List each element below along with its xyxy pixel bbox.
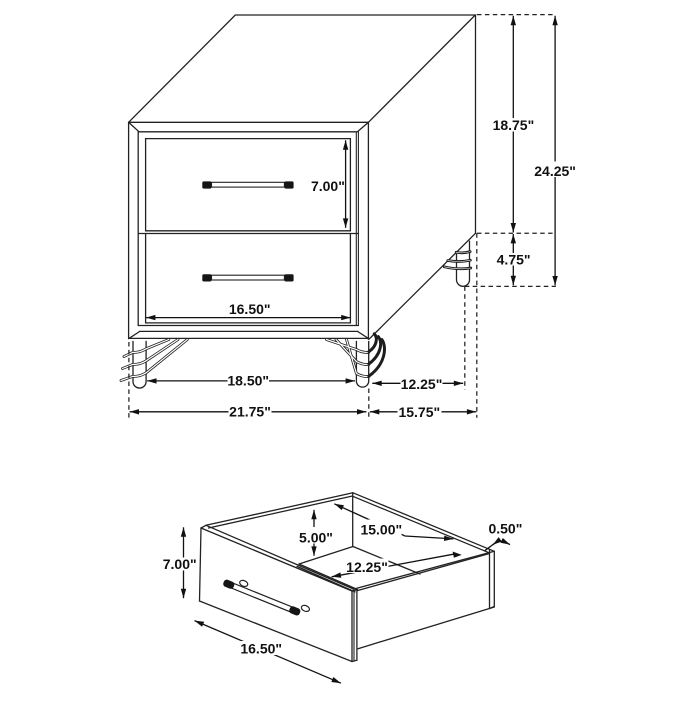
svg-text:7.00": 7.00" bbox=[163, 556, 197, 572]
svg-text:4.75": 4.75" bbox=[497, 252, 531, 268]
svg-text:12.25": 12.25" bbox=[346, 559, 388, 575]
svg-text:7.00": 7.00" bbox=[311, 178, 345, 194]
svg-text:0.50": 0.50" bbox=[488, 520, 522, 536]
svg-text:15.00": 15.00" bbox=[360, 522, 402, 538]
svg-text:16.50": 16.50" bbox=[240, 641, 282, 657]
svg-text:18.50": 18.50" bbox=[227, 372, 269, 388]
svg-text:15.75": 15.75" bbox=[398, 404, 440, 420]
svg-text:24.25": 24.25" bbox=[534, 163, 576, 179]
svg-text:18.75": 18.75" bbox=[493, 117, 535, 133]
svg-text:12.25": 12.25" bbox=[401, 376, 443, 392]
svg-text:5.00": 5.00" bbox=[299, 529, 333, 545]
svg-text:21.75": 21.75" bbox=[229, 403, 271, 419]
svg-text:16.50": 16.50" bbox=[229, 301, 271, 317]
